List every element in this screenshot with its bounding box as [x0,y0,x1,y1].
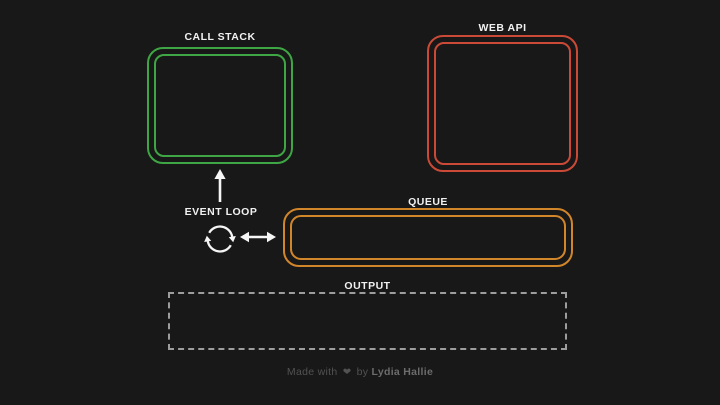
footer-made-with: Made with [286,366,338,378]
web-api-box [427,35,578,172]
footer-author: Lydia Hallie [371,366,434,378]
call-stack-box [147,47,293,164]
web-api-label: WEB API [478,22,527,34]
web-api-box-inner [434,42,571,165]
output-box [168,292,567,350]
heart-icon: ❤ [342,367,352,378]
arrow-up-icon [212,169,228,202]
sync-cycle-icon [199,218,241,260]
queue-box-inner [290,215,566,260]
queue-box [283,208,573,267]
footer-credit: Made with ❤ by Lydia Hallie [0,366,720,378]
footer-by: by [356,366,369,378]
queue-label: QUEUE [408,196,448,208]
call-stack-label: CALL STACK [184,31,256,43]
event-loop-label: EVENT LOOP [184,206,258,218]
arrow-left-right-icon [240,230,276,244]
call-stack-box-inner [154,54,286,157]
output-label: OUTPUT [344,280,391,292]
